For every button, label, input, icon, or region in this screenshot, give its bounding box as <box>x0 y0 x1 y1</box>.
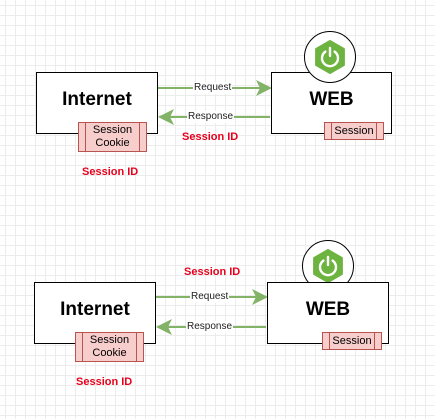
request-label: Request <box>193 82 233 94</box>
request-label: Request <box>190 291 230 303</box>
session-label: Session <box>334 124 374 137</box>
spring-boot-icon <box>304 31 356 83</box>
response-label: Response <box>186 321 234 333</box>
cookie-label: Session Cookie <box>92 124 133 149</box>
server-label: WEB <box>309 89 354 110</box>
session-id-label: Session ID <box>82 166 139 178</box>
client-label: Internet <box>62 89 132 110</box>
session-id-label: Session ID <box>184 266 241 278</box>
session-cookie-box: Session Cookie <box>78 122 147 152</box>
session-box: Session <box>324 122 384 140</box>
session-box: Session <box>322 332 382 350</box>
session-label: Session <box>332 334 372 347</box>
session-id-label: Session ID <box>76 376 133 388</box>
client-label: Internet <box>60 299 130 320</box>
session-cookie-box: Session Cookie <box>75 332 144 362</box>
response-label: Response <box>187 111 235 123</box>
session-id-label: Session ID <box>182 131 239 143</box>
server-label: WEB <box>305 299 351 320</box>
cookie-label: Session Cookie <box>89 334 130 359</box>
